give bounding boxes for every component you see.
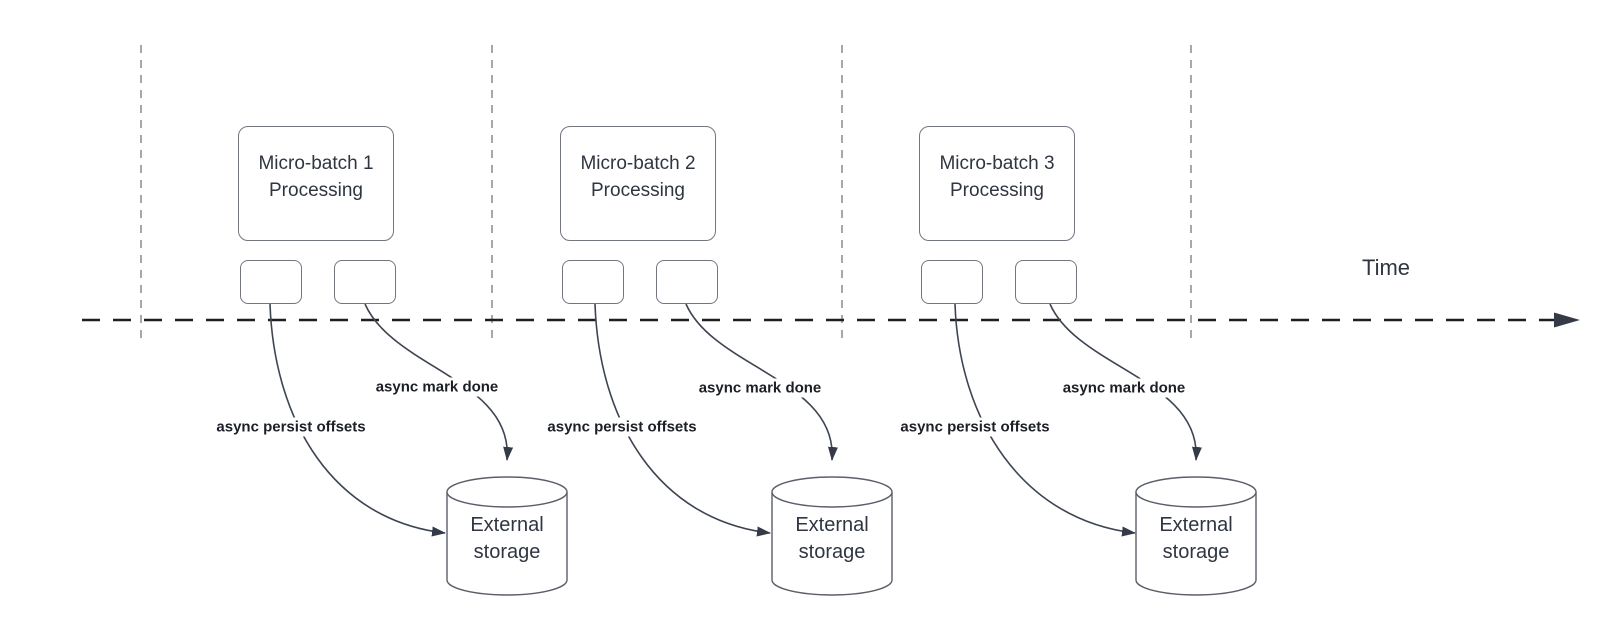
time-gridlines	[140, 45, 1192, 340]
persist-offsets-task-box-3	[921, 260, 983, 304]
persist-offsets-arrow-2	[594, 303, 771, 537]
micro-batch-title: Micro-batch 1	[258, 152, 374, 174]
batch-3-arrows	[954, 303, 1202, 537]
micro-batch-title: Micro-batch 2	[580, 152, 696, 174]
mark-done-task-box-3	[1015, 260, 1077, 304]
persist-offsets-task-box-2	[562, 260, 624, 304]
micro-batch-subtitle: Processing	[269, 179, 363, 201]
mark-done-label-2: async mark done	[695, 378, 825, 398]
cylinder-top	[771, 476, 893, 508]
micro-batch-subtitle: Processing	[591, 179, 685, 201]
external-storage-label-3: External storage	[1159, 514, 1233, 563]
mark-done-task-box-1	[334, 260, 396, 304]
micro-batch-group-2: Micro-batch 2 Processing	[560, 126, 718, 306]
cylinder-body	[446, 492, 568, 596]
batch-1-arrows	[269, 303, 514, 537]
micro-batch-subtitle: Processing	[950, 179, 1044, 201]
persist-offsets-arrow-1	[269, 303, 446, 537]
persist-offsets-label-3: async persist offsets	[897, 417, 1053, 437]
storage-cylinder-2	[771, 476, 893, 596]
external-storage-label-2: External storage	[795, 514, 869, 563]
micro-batch-box-3: Micro-batch 3 Processing	[919, 126, 1075, 241]
batch-2-arrows	[594, 303, 838, 537]
external-storage-label-1: External storage	[470, 514, 544, 563]
micro-batch-group-1: Micro-batch 1 Processing	[238, 126, 396, 306]
persist-offsets-task-box-1	[240, 260, 302, 304]
mark-done-arrow-1	[364, 303, 514, 461]
cylinder-top	[1135, 476, 1257, 508]
timeline-arrowhead-icon	[1554, 312, 1580, 328]
persist-offsets-arrow-3	[954, 303, 1136, 537]
cylinder-body	[771, 492, 893, 596]
persist-offsets-label-1: async persist offsets	[213, 417, 369, 437]
mark-done-label-3: async mark done	[1059, 378, 1189, 398]
cylinder-body	[1135, 492, 1257, 596]
time-axis-label: Time	[1361, 255, 1411, 280]
micro-batch-box-1: Micro-batch 1 Processing	[238, 126, 394, 241]
micro-batch-group-3: Micro-batch 3 Processing	[919, 126, 1077, 306]
micro-batch-title: Micro-batch 3	[939, 152, 1055, 174]
mark-done-label-1: async mark done	[372, 377, 502, 397]
cylinder-top	[446, 476, 568, 508]
storage-cylinder-1	[446, 476, 568, 596]
storage-cylinder-3	[1135, 476, 1257, 596]
mark-done-task-box-2	[656, 260, 718, 304]
mark-done-arrow-2	[685, 303, 838, 461]
mark-done-arrow-3	[1049, 303, 1202, 461]
persist-offsets-label-2: async persist offsets	[544, 417, 700, 437]
micro-batch-box-2: Micro-batch 2 Processing	[560, 126, 716, 241]
